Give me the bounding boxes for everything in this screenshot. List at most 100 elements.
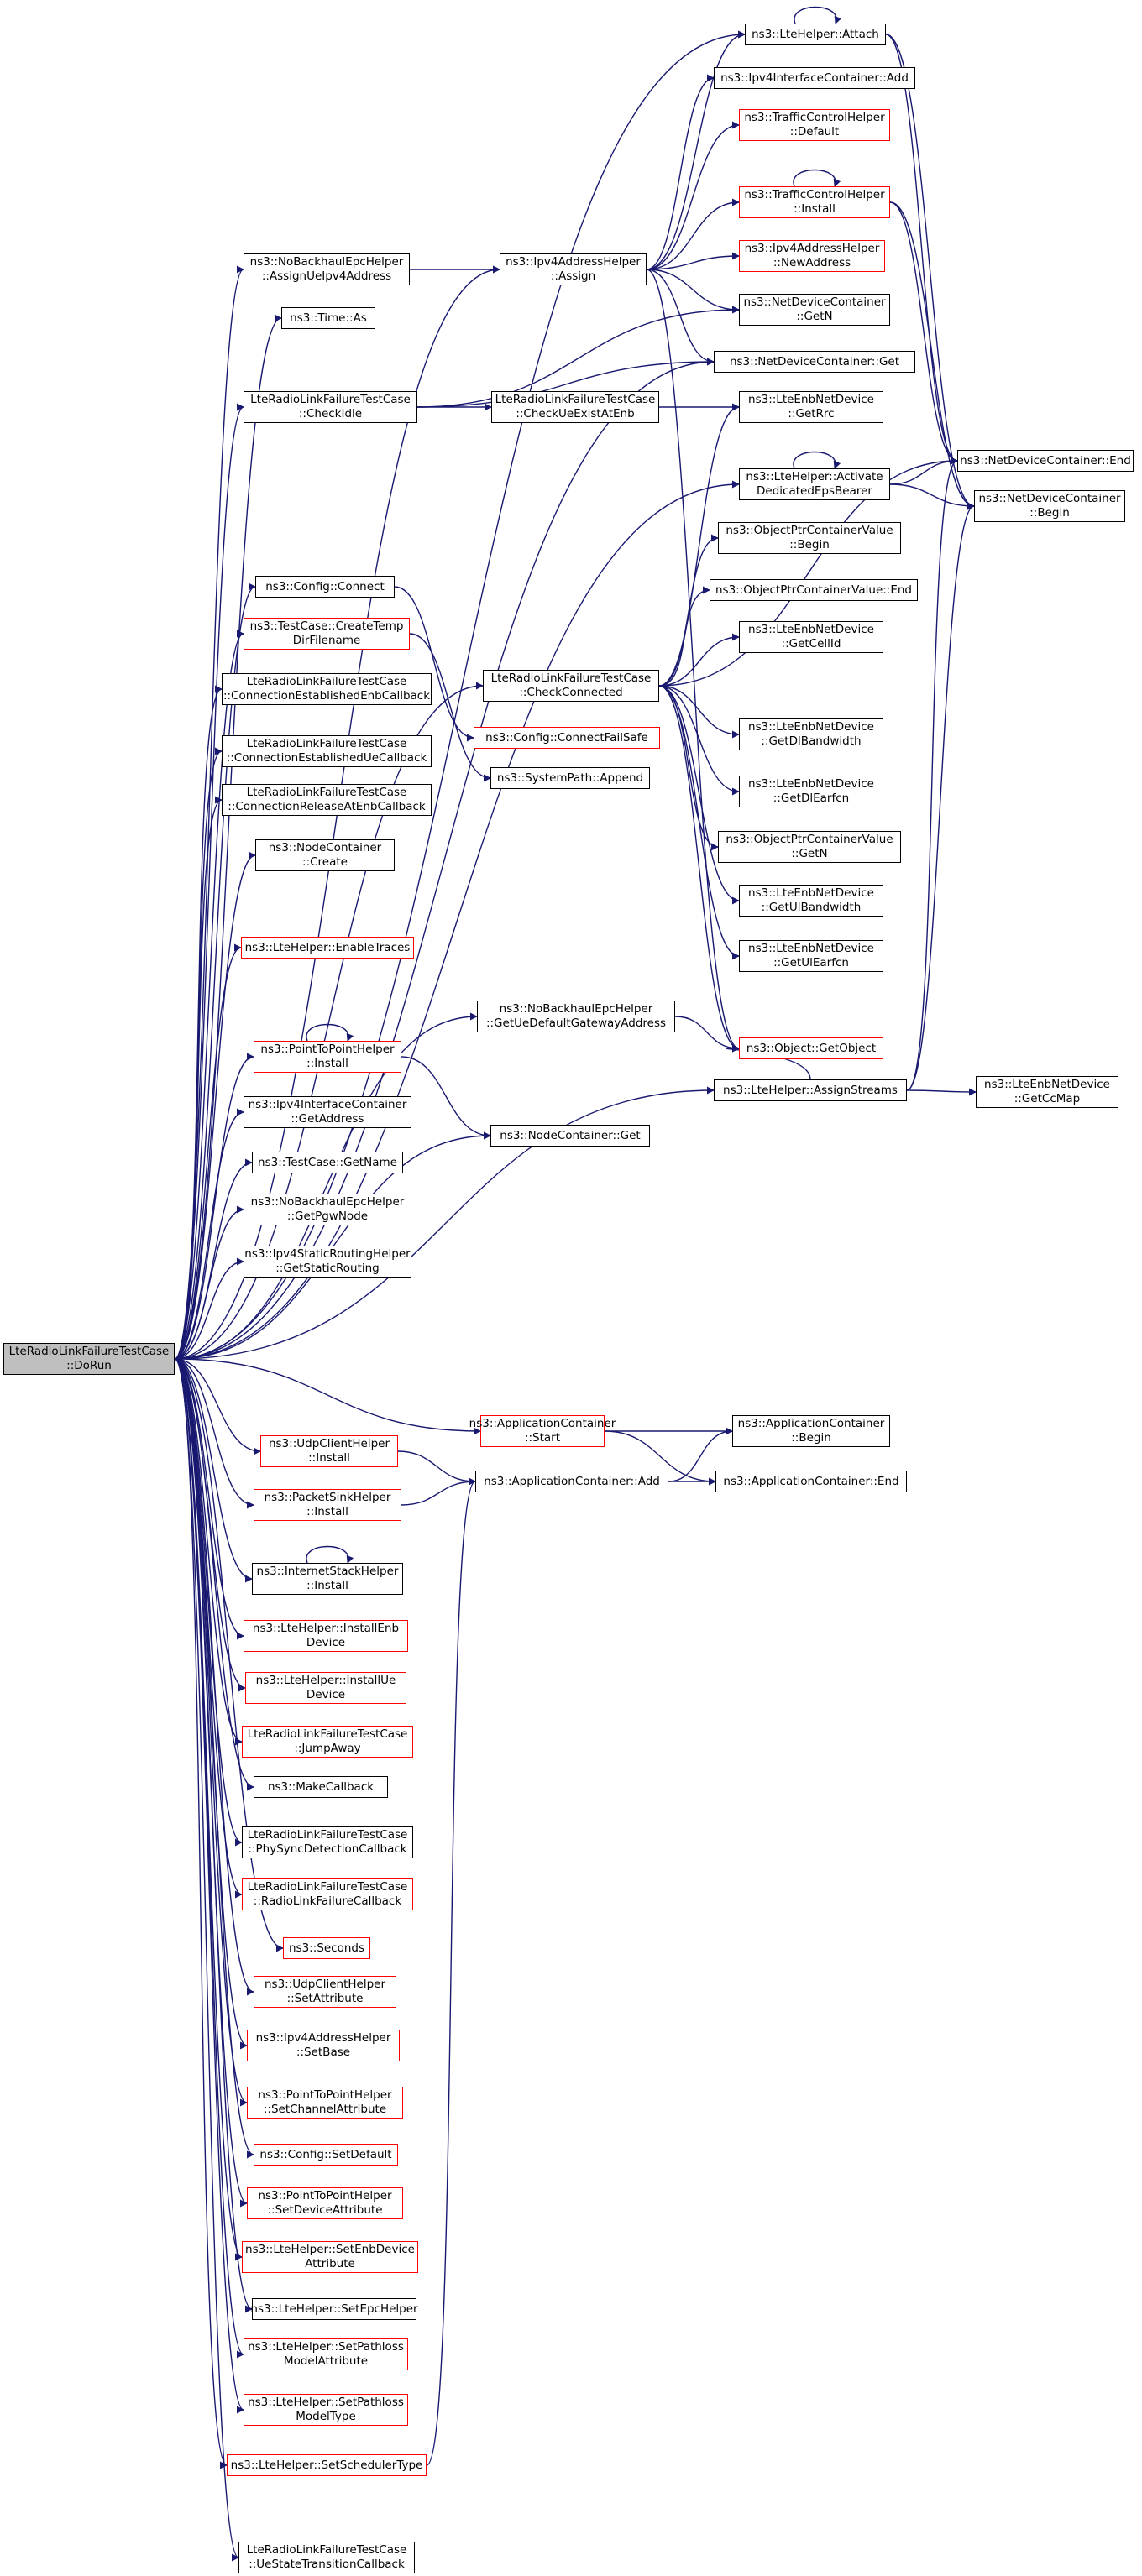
call-edge [174, 1358, 254, 1996]
node-ac-start[interactable]: ns3::ApplicationContainer::Start [469, 1415, 616, 1447]
call-edge [646, 269, 740, 314]
node-label-line: Device [306, 1636, 346, 1649]
node-label-line: ::Install [306, 1057, 348, 1070]
node-getdlbw[interactable]: ns3::LteEnbNetDevice::GetDlBandwidth [739, 718, 883, 750]
call-edge [906, 1088, 977, 1096]
node-ipv4ah-new[interactable]: ns3::Ipv4AddressHelper::NewAddress [739, 240, 885, 272]
node-phy-sync[interactable]: LteRadioLinkFailureTestCase::PhySyncDete… [242, 1826, 413, 1858]
call-edge [658, 685, 740, 739]
node-p2p-dev[interactable]: ns3::PointToPointHelper::SetDeviceAttrib… [247, 2187, 403, 2219]
node-conn-est-enb[interactable]: LteRadioLinkFailureTestCase::ConnectionE… [222, 673, 432, 705]
node-getulearfcn[interactable]: ns3::LteEnbNetDevice::GetUlEarfcn [739, 940, 883, 972]
node-getccmap[interactable]: ns3::LteEnbNetDevice::GetCcMap [976, 1076, 1118, 1108]
call-edge [668, 1427, 733, 1482]
node-ac-begin[interactable]: ns3::ApplicationContainer::Begin [732, 1415, 890, 1447]
node-tch-def[interactable]: ns3::TrafficControlHelper::Default [739, 109, 890, 141]
node-p2p-inst[interactable]: ns3::PointToPointHelper::Install [254, 1041, 401, 1073]
node-ac-add[interactable]: ns3::ApplicationContainer::Add [475, 1471, 668, 1492]
node-label-line: ns3::Ipv4AddressHelper [255, 2031, 391, 2045]
node-ndc-getn[interactable]: ns3::NetDeviceContainer::GetN [739, 294, 890, 326]
node-cfg-default[interactable]: ns3::Config::SetDefault [254, 2144, 398, 2166]
node-cfg-cfs[interactable]: ns3::Config::ConnectFailSafe [474, 727, 660, 749]
node-tc-name[interactable]: ns3::TestCase::GetName [252, 1152, 403, 1173]
node-ndc-begin[interactable]: ns3::NetDeviceContainer::Begin [974, 490, 1125, 522]
node-ipv4sr[interactable]: ns3::Ipv4StaticRoutingHelper::GetStaticR… [244, 1246, 411, 1278]
node-label-line: ::Start [524, 1431, 561, 1445]
node-sp-append[interactable]: ns3::SystemPath::Append [490, 767, 650, 789]
node-sched[interactable]: ns3::LteHelper::SetSchedulerType [227, 2454, 427, 2476]
node-make-cb[interactable]: ns3::MakeCallback [254, 1776, 388, 1798]
node-enable-tr[interactable]: ns3::LteHelper::EnableTraces [241, 937, 414, 959]
node-nbeh-gw[interactable]: ns3::NoBackhaulEpcHelper::GetUeDefaultGa… [477, 1001, 675, 1032]
node-set-epc[interactable]: ns3::LteHelper::SetEpcHelper [250, 2298, 418, 2320]
node-nbeh-pgw[interactable]: ns3::NoBackhaulEpcHelper::GetPgwNode [244, 1194, 411, 1225]
node-assign-str[interactable]: ns3::LteHelper::AssignStreams [714, 1079, 907, 1101]
node-p2p-chan[interactable]: ns3::PointToPointHelper::SetChannelAttri… [247, 2087, 403, 2119]
node-nc-create[interactable]: ns3::NodeContainer::Create [255, 839, 395, 871]
node-conn-rel[interactable]: LteRadioLinkFailureTestCase::ConnectionR… [222, 784, 432, 816]
call-edge [646, 269, 740, 1053]
node-ipv4ah-base[interactable]: ns3::Ipv4AddressHelper::SetBase [247, 2030, 400, 2061]
node-label-line: ns3::LteHelper::SetPathloss [248, 2340, 404, 2354]
node-label-line: ns3::Ipv4StaticRoutingHelper [244, 1247, 411, 1261]
call-edge [174, 1358, 261, 1455]
node-getulbw[interactable]: ns3::LteEnbNetDevice::GetUlBandwidth [739, 885, 883, 917]
node-getdlearfcn[interactable]: ns3::LteEnbNetDevice::GetDlEarfcn [739, 776, 883, 807]
node-label-line: ns3::PointToPointHelper [258, 2088, 392, 2102]
call-edge [174, 358, 715, 1360]
node-nbeh-assign[interactable]: ns3::NoBackhaulEpcHelper::AssignUeIpv4Ad… [244, 253, 410, 285]
node-rlf-cb[interactable]: LteRadioLinkFailureTestCase::RadioLinkFa… [242, 1878, 413, 1910]
node-opcv-end[interactable]: ns3::ObjectPtrContainerValue::End [710, 579, 918, 601]
node-udpc-set[interactable]: ns3::UdpClientHelper::SetAttribute [254, 1976, 396, 2008]
node-opcv-begin[interactable]: ns3::ObjectPtrContainerValue::Begin [718, 522, 901, 554]
node-getrrc[interactable]: ns3::LteEnbNetDevice::GetRrc [739, 391, 883, 423]
call-edge [174, 1053, 254, 1360]
node-label-line: ns3::LteEnbNetDevice [748, 777, 874, 791]
node-label-line: ns3::Seconds [289, 1941, 364, 1955]
node-time-as[interactable]: ns3::Time::As [281, 307, 375, 329]
call-edge [401, 1477, 476, 1506]
node-label-line: ns3::ObjectPtrContainerValue::End [715, 583, 913, 597]
node-label-line: ::CheckConnected [519, 686, 623, 699]
node-check-ue[interactable]: LteRadioLinkFailureTestCase::CheckUeExis… [491, 391, 659, 423]
node-label-line: ::GetPgwNode [286, 1210, 369, 1223]
node-ndc-end[interactable]: ns3::NetDeviceContainer::End [957, 450, 1134, 472]
node-ue-state[interactable]: LteRadioLinkFailureTestCase::UeStateTran… [238, 2542, 415, 2573]
call-edge [658, 633, 740, 687]
node-psh-inst[interactable]: ns3::PacketSinkHelper::Install [254, 1489, 401, 1521]
call-edge [174, 1205, 244, 1360]
node-label-line: LteRadioLinkFailureTestCase [495, 393, 656, 406]
node-ndc-get[interactable]: ns3::NetDeviceContainer::Get [714, 351, 915, 373]
node-ish-inst[interactable]: ns3::InternetStackHelper::Install [252, 1563, 403, 1595]
node-conn-est-ue[interactable]: LteRadioLinkFailureTestCase::ConnectionE… [222, 735, 432, 767]
node-cfg-connect[interactable]: ns3::Config::Connect [255, 576, 395, 598]
node-ac-end[interactable]: ns3::ApplicationContainer::End [715, 1471, 907, 1492]
recursive-call-edge [306, 1545, 354, 1564]
node-seconds[interactable]: ns3::Seconds [283, 1937, 370, 1959]
node-label-line: ns3::TestCase::CreateTemp [249, 619, 404, 633]
node-check-idle[interactable]: LteRadioLinkFailureTestCase::CheckIdle [244, 391, 417, 423]
node-check-conn[interactable]: LteRadioLinkFailureTestCase::CheckConnec… [483, 670, 659, 702]
node-ipv4ic-ga[interactable]: ns3::Ipv4InterfaceContainer::GetAddress [244, 1096, 411, 1128]
node-opcv-getn[interactable]: ns3::ObjectPtrContainerValue::GetN [718, 831, 901, 863]
node-udpc-inst[interactable]: ns3::UdpClientHelper::Install [260, 1435, 398, 1467]
node-ipv4ah-assign[interactable]: ns3::Ipv4AddressHelper::Assign [500, 253, 647, 285]
call-edge [174, 1086, 715, 1360]
call-edge [889, 201, 958, 465]
node-getcellid[interactable]: ns3::LteEnbNetDevice::GetCellId [739, 621, 883, 653]
node-attach[interactable]: ns3::LteHelper::Attach [745, 24, 886, 45]
node-jump-away[interactable]: LteRadioLinkFailureTestCase::JumpAway [242, 1726, 413, 1758]
node-getobject[interactable]: ns3::Object::GetObject [739, 1037, 883, 1059]
node-nc-get[interactable]: ns3::NodeContainer::Get [490, 1125, 650, 1147]
call-edge [174, 1358, 254, 1509]
node-tch-inst[interactable]: ns3::TrafficControlHelper::Install [739, 186, 890, 218]
node-ipv4ic-add[interactable]: ns3::Ipv4InterfaceContainer::Add [714, 67, 915, 89]
node-label-line: ns3::LteEnbNetDevice [748, 886, 874, 900]
